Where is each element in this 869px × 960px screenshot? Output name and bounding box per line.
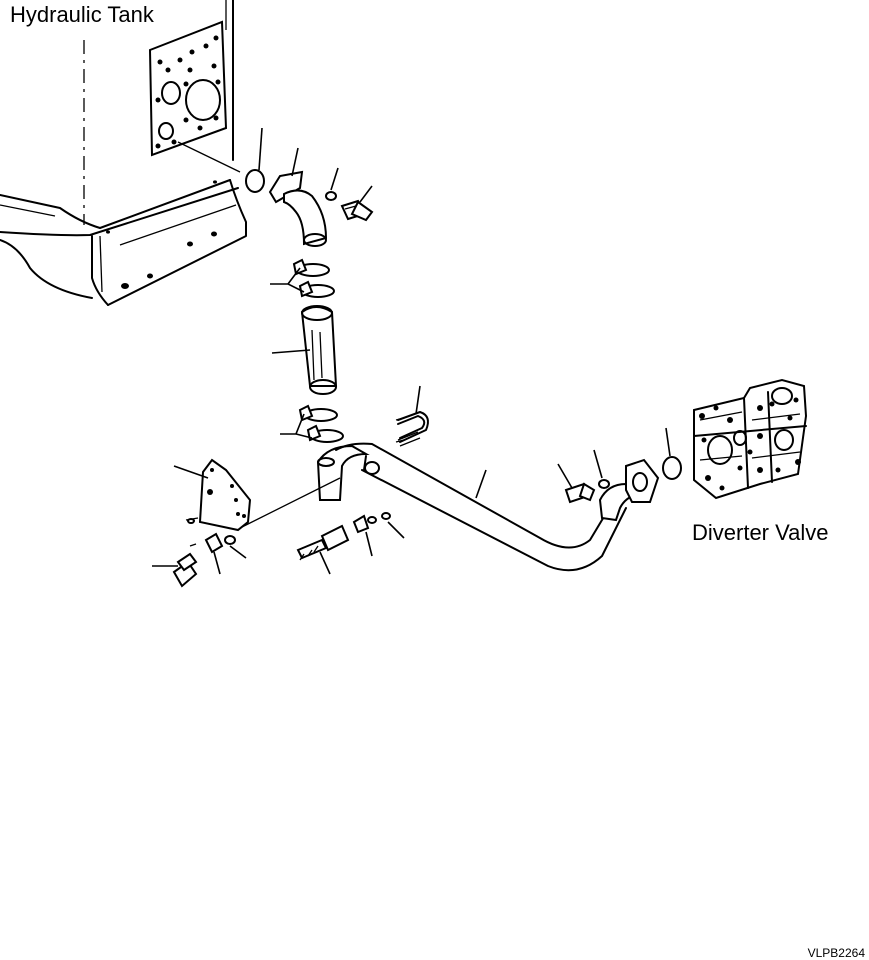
diverter-valve xyxy=(693,378,808,500)
hose-clamps-top xyxy=(292,258,335,298)
diverter-valve-label: Diverter Valve xyxy=(692,520,829,545)
hydraulic-tank-label: Hydraulic Tank xyxy=(10,2,154,27)
o-ring-tank xyxy=(245,169,265,193)
sensor-group xyxy=(296,512,391,561)
bracket-hardware xyxy=(172,532,236,588)
main-pipe xyxy=(239,442,660,572)
drawing-code: VLPB2264 xyxy=(807,946,865,960)
leader-lines xyxy=(152,127,671,575)
upper-elbow-group xyxy=(245,169,374,247)
u-bolt xyxy=(395,411,429,447)
valve-side-hardware xyxy=(564,456,682,504)
hydraulic-tank xyxy=(0,0,247,306)
hose xyxy=(300,305,338,395)
o-ring-valve xyxy=(662,456,682,480)
bracket xyxy=(185,458,252,547)
